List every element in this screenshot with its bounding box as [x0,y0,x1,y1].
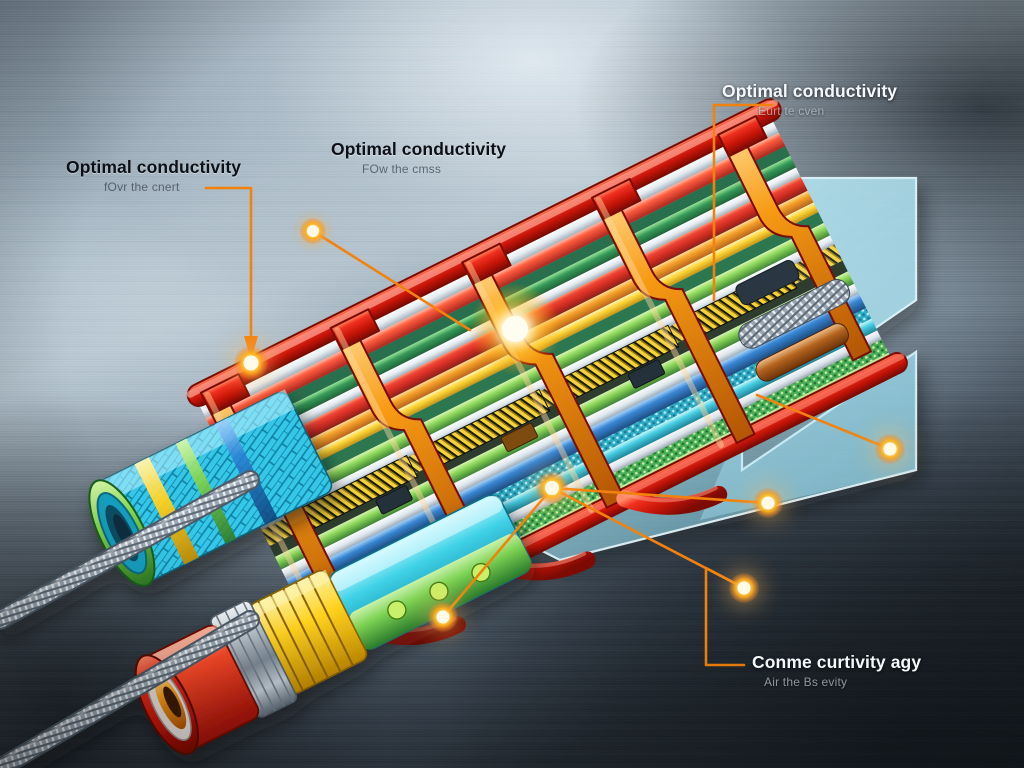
marker-5[interactable] [729,573,759,603]
leader-line-top-center [311,229,472,332]
callout-top-center-subtitle: FOw the cmss [362,161,442,176]
marker-1[interactable] [234,346,268,380]
marker-6[interactable] [536,472,568,504]
leader-line-bottom-right [550,486,746,667]
marker-7[interactable] [428,602,458,632]
marker-3[interactable] [875,434,905,464]
specular-flare [455,283,575,375]
front-connector-assembly [0,494,532,768]
left-connector-cyan [0,389,333,630]
callout-top-right-title: Optimal conductivity [722,81,898,101]
callout-left-subtitle: fOvr the cnert [104,179,180,194]
braided-cable-lower [0,610,260,768]
right-end-internals [735,259,851,382]
leader-line-right-1 [755,393,892,451]
callout-left-title: Optimal conductivity [66,157,242,177]
leader-line-right-2 [550,486,770,505]
callout-bottom-right-title: Conme curtivity agy [752,652,922,672]
callout-top-right-subtitle: Eurt te cven [758,103,825,118]
callout-markers [234,218,905,632]
callout-bottom-right-subtitle: Air the Bs evity [764,674,848,689]
leader-line-top-right [712,103,774,302]
callout-left[interactable]: Optimal conductivity fOvr the cnert [66,157,242,194]
callout-top-center[interactable]: Optimal conductivity FOw the cmss [331,139,507,176]
marker-2[interactable] [300,218,326,244]
marker-4[interactable] [753,488,783,518]
callout-top-center-title: Optimal conductivity [331,139,507,159]
callout-bottom-right[interactable]: Conme curtivity agy Air the Bs evity [752,652,922,689]
callout-leader-lines [204,103,892,667]
braided-cable-upper [0,470,260,630]
leader-line-bottom-left [441,486,554,619]
callout-top-right[interactable]: Optimal conductivity Eurt te cven [722,81,898,118]
